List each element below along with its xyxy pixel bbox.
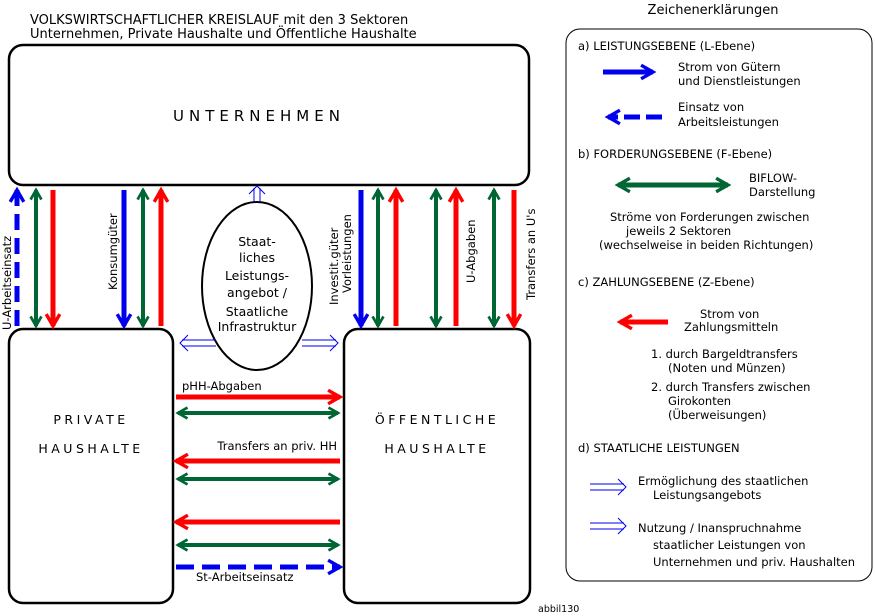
- legend-title: Zeichenerklärungen: [648, 3, 779, 18]
- state-double-arrow-left: [179, 334, 216, 352]
- legend-b2-line1: Ströme von Forderungen zwischen: [610, 210, 809, 224]
- legend-c3-line2: Girokonten: [668, 394, 731, 408]
- legend-c2-line2: (Noten und Münzen): [668, 361, 786, 375]
- header-line1: VOLKSWIRTSCHAFTLICHER KREISLAUF mit den …: [30, 13, 408, 28]
- header-line2: Unternehmen, Private Haushalte und Öffen…: [30, 25, 417, 42]
- legend-c1-line2: Zahlungsmitteln: [684, 320, 778, 334]
- oeffentliche-haushalte-box: [342, 327, 532, 605]
- legend-b2-line3: (wechselweise in beiden Richtungen): [599, 238, 813, 252]
- staatliches-leistungsangebot-ellipse: [201, 201, 313, 371]
- ellipse-line-4: angebot /: [227, 285, 288, 300]
- legend-c-title: c) ZAHLUNGSEBENE (Z-Ebene): [578, 275, 755, 289]
- legend-c3-line1: 2. durch Transfers zwischen: [651, 380, 810, 394]
- private-haushalte-box: [7, 327, 175, 605]
- legend-d2-line3: Unternehmen und priv. Haushalten: [653, 555, 855, 569]
- legend-a2-line1: Einsatz von: [678, 100, 744, 114]
- unternehmen-box: [7, 43, 531, 187]
- state-double-arrow-up: [248, 185, 266, 202]
- vorleistungen-label: Vorleistungen: [340, 214, 354, 293]
- private-label-2: HAUSHALTE: [38, 441, 143, 456]
- legend-d1-line1: Ermöglichung des staatlichen: [638, 474, 808, 488]
- legend-b1-line2: Darstellung: [749, 185, 815, 199]
- legend-b2-line2: jeweils 2 Sektoren: [625, 224, 731, 238]
- legend-d1-double-arrow: [590, 478, 627, 496]
- legend-b1-line1: BIFLOW-: [749, 171, 797, 185]
- legend-b-title: b) FORDERUNGSEBENE (F-Ebene): [578, 147, 772, 161]
- ellipse-line-5: Staatliche: [226, 304, 289, 319]
- transfers-hh-label: Transfers an priv. HH: [216, 439, 337, 453]
- phh-abgaben-label: pHH-Abgaben: [182, 379, 262, 393]
- ellipse-line-2: liches: [239, 250, 275, 265]
- legend-d2-double-arrow: [590, 517, 627, 535]
- oeffentliche-label-2: HAUSHALTE: [384, 441, 489, 456]
- legend-d1-line2: Leistungsangebots: [653, 488, 761, 502]
- unternehmen-label: UNTERNEHMEN: [173, 107, 345, 125]
- legend-c1-line1: Strom von: [700, 307, 759, 321]
- legend-box: [565, 28, 873, 582]
- legend-c2-line1: 1. durch Bargeldtransfers: [651, 347, 798, 361]
- ellipse-line-3: Leistungs-: [225, 268, 289, 283]
- u-arbeitseinsatz-label: U-Arbeitseinsatz: [0, 236, 14, 330]
- investitgueter-label: Investit.güter: [327, 227, 341, 305]
- oeffentliche-label-1: ÖFFENTLICHE: [375, 411, 499, 427]
- legend-d-title: d) STAATLICHE LEISTUNGEN: [578, 441, 740, 455]
- legend-c3-line3: (Überweisungen): [668, 406, 766, 422]
- state-double-arrow-right: [302, 334, 339, 352]
- legend-a-title: a) LEISTUNGSEBENE (L-Ebene): [578, 39, 755, 53]
- st-arbeitseinsatz-label: St-Arbeitseinsatz: [196, 570, 294, 584]
- footer-id: abbil130: [538, 604, 579, 615]
- transfers-u-label: Transfers an U's: [524, 209, 538, 301]
- legend-d2-line2: staatlicher Leistungen von: [653, 538, 806, 552]
- legend-a1-line2: und Dienstleistungen: [678, 74, 801, 88]
- ellipse-line-6: Infrastruktur: [218, 319, 297, 334]
- private-label-1: PRIVATE: [53, 412, 128, 427]
- legend-a1-line1: Strom von Gütern: [678, 60, 781, 74]
- ellipse-line-1: Staat-: [238, 234, 276, 249]
- legend-d2-line1: Nutzung / Inanspruchnahme: [638, 521, 801, 535]
- konsumgueter-label: Konsumgüter: [106, 213, 120, 290]
- u-abgaben-label: U-Abgaben: [464, 220, 478, 284]
- legend-a2-line2: Arbeitsleistungen: [678, 115, 779, 129]
